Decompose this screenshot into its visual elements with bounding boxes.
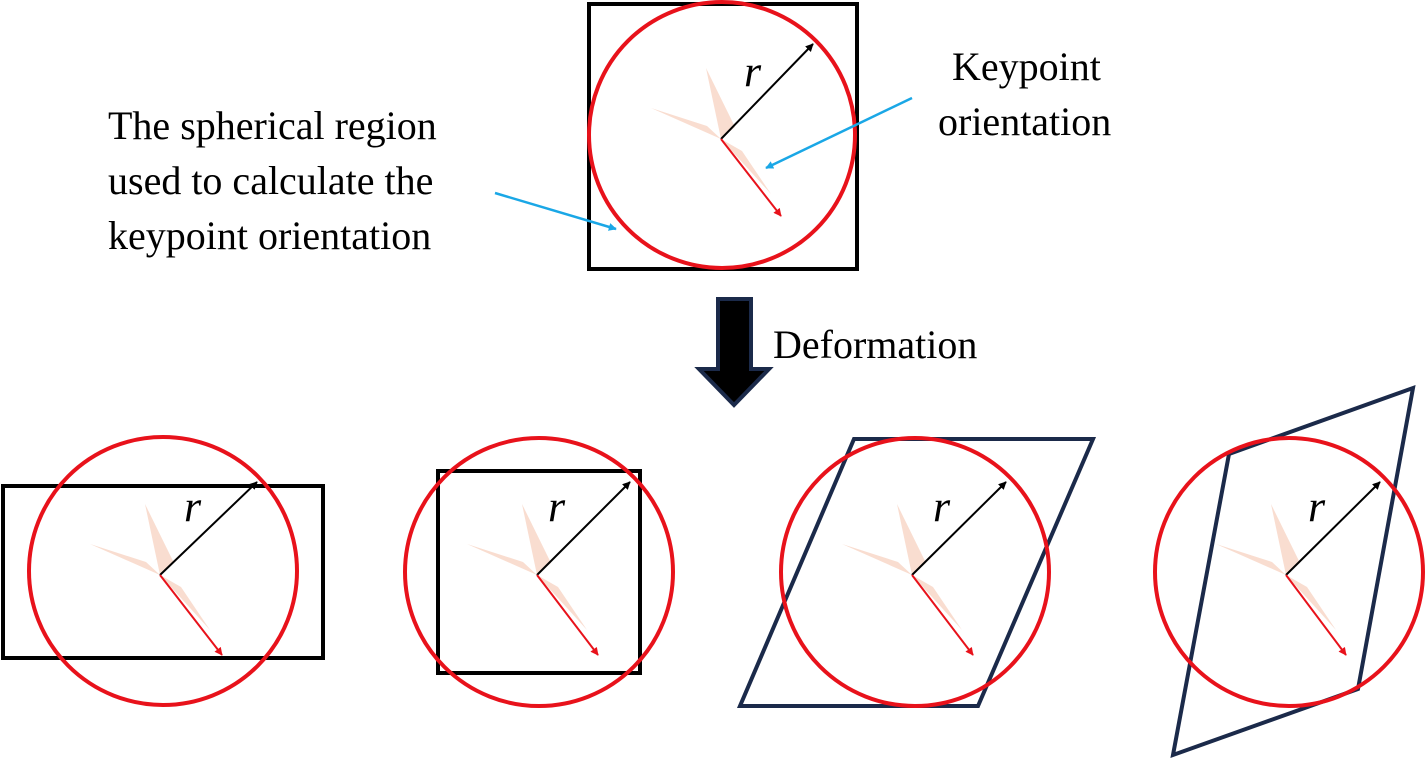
deformed-region-sheared: r (736, 436, 1097, 708)
sheared-parallelogram-frame (736, 437, 1097, 708)
orientation-callout: Keypoint orientation (765, 44, 1111, 170)
region-pointer-arrow (494, 191, 617, 231)
original-region: r (587, 0, 859, 271)
deformation-step: Deformation (694, 297, 977, 408)
orientation-fan (651, 68, 771, 194)
spherical-region-circle (403, 436, 675, 708)
orientation-arrow (159, 574, 223, 656)
radius-label: r (548, 482, 566, 531)
square-frame (436, 469, 642, 675)
radius-label: r (1308, 482, 1326, 531)
orientation-fan (1216, 504, 1336, 630)
radius-arrow (720, 43, 814, 140)
region-label-line1: The spherical region (108, 103, 437, 148)
spherical-region-circle (1153, 436, 1425, 708)
orientation-fan (467, 504, 587, 630)
deformed-region-skewed: r (1153, 384, 1425, 759)
orientation-pointer-arrow (765, 96, 913, 170)
orientation-label-line1: Keypoint (952, 44, 1101, 89)
orientation-fan (842, 504, 962, 630)
radius-arrow (1285, 481, 1381, 576)
radius-label: r (744, 47, 762, 96)
region-callout: The spherical region used to calculate t… (108, 103, 617, 258)
orientation-arrow (720, 138, 782, 217)
radius-arrow (159, 481, 258, 576)
orientation-arrow (1285, 574, 1347, 656)
region-label-line3: keypoint orientation (108, 213, 431, 258)
spherical-region-circle (587, 0, 857, 270)
radius-arrow (536, 481, 631, 576)
orientation-arrow (911, 574, 974, 656)
deformation-label: Deformation (773, 322, 977, 367)
orientation-label-line2: orientation (938, 99, 1111, 144)
deformed-region-square: r (403, 436, 675, 708)
deformed-region-stretched: r (1, 435, 325, 707)
radius-arrow (911, 481, 1007, 576)
orientation-arrow (536, 574, 599, 656)
skewed-parallelogram-frame (1170, 384, 1416, 759)
deformation-down-arrow (694, 297, 774, 408)
region-label-line2: used to calculate the (108, 158, 433, 203)
orientation-fan (90, 504, 210, 630)
stretched-rectangle-frame (1, 484, 325, 660)
spherical-region-circle (779, 436, 1051, 708)
radius-label: r (184, 482, 202, 531)
spherical-region-circle (27, 435, 299, 707)
radius-label: r (933, 482, 951, 531)
